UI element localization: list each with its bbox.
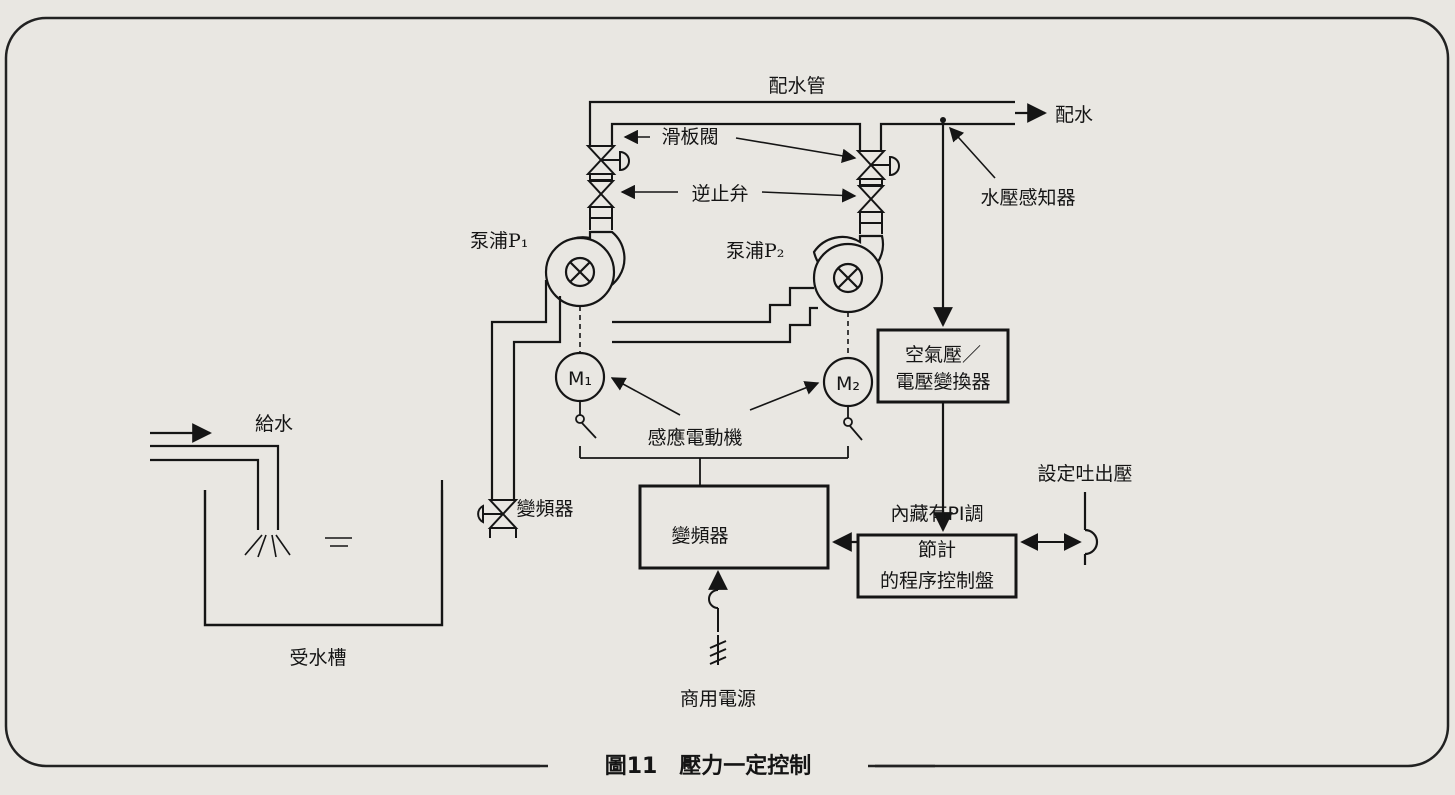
motor-m2: M₂ (822, 356, 874, 408)
induction-motor-arrow-left (610, 377, 681, 416)
pressure-sensor-arrow (949, 126, 996, 179)
slide-valve-p1 (585, 145, 630, 175)
controller-line2: 節計 (918, 539, 956, 561)
inverter-box (638, 484, 830, 570)
slide-valve-arrow-right (735, 137, 857, 163)
distribution-out-label: 配水 (1055, 104, 1093, 126)
receiving-tank (203, 490, 444, 627)
inverter-left-label: 變頻器 (516, 498, 573, 520)
inverter-box-label: 變頻器 (671, 525, 728, 547)
setpoint-knob (1083, 492, 1099, 565)
receiving-tank-label: 受水槽 (289, 647, 346, 669)
caption-gap (540, 752, 875, 782)
induction-motor-arrow-right (749, 381, 820, 411)
mains-power-label: 商用電源 (680, 688, 756, 710)
controller-line3: 的程序控制盤 (880, 570, 994, 592)
supply-pipe-inner (150, 458, 260, 530)
pump-p2-label: 泵浦P₂ (726, 240, 784, 262)
check-valve-arrow-right (761, 188, 857, 203)
suction-pipe-p2-lower (612, 306, 818, 344)
setpoint-label: 設定吐出壓 (1037, 463, 1132, 485)
motor-switch-p1 (575, 401, 597, 458)
distribution-pipe-label: 配水管 (768, 75, 825, 97)
converter-line2: 電壓變換器 (895, 371, 990, 393)
converter-line1: 空氣壓／ (905, 344, 981, 366)
motor-m2-label: M₂ (836, 373, 860, 395)
figure-caption: 圖11 壓力一定控制 (605, 753, 812, 779)
tank-outlet-valve (477, 499, 519, 538)
induction-motor-label: 感應電動機 (647, 426, 742, 449)
water-spray (244, 534, 291, 558)
pump-p2 (812, 234, 884, 314)
check-valve-p1 (586, 173, 616, 230)
controller-box (856, 533, 1018, 599)
motor-switch-p2 (843, 406, 863, 458)
slide-valve-label: 滑板閥 (661, 126, 718, 148)
distribution-pipe (588, 100, 1015, 150)
pump-p1-label: 泵浦P₁ (470, 230, 528, 252)
suction-pipe-p1-outer (490, 280, 548, 490)
converter-box (876, 328, 1010, 404)
controller-line1: 內藏有PI調 (890, 503, 983, 525)
check-valve-p2 (856, 178, 886, 234)
suction-pipe-p1-inner (512, 296, 562, 490)
supply-pipe (150, 444, 280, 530)
pressure-sensor-label: 水壓感知器 (980, 187, 1075, 209)
slide-valve-p2 (855, 150, 900, 180)
check-valve-label: 逆止弁 (691, 183, 748, 205)
supply-label: 給水 (255, 413, 293, 435)
mains-power-symbol (708, 589, 727, 665)
pump-p1 (544, 230, 626, 308)
suction-pipe-p2-upper (612, 286, 814, 324)
motor-m1: M₁ (554, 351, 606, 403)
motor-m1-label: M₁ (568, 368, 592, 390)
